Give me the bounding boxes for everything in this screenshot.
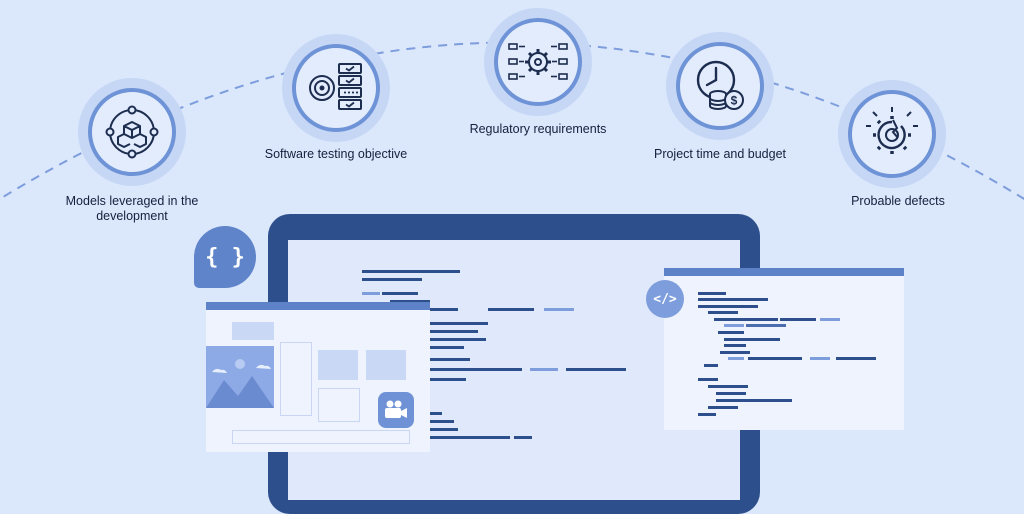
code-line [428,346,464,349]
gear-connectors-icon [508,43,568,80]
code-line [810,357,830,360]
code-line [704,364,718,367]
code-line [428,308,458,311]
footer-placeholder [232,430,410,444]
code-line [708,406,738,409]
code-line [698,305,758,308]
code-line [428,358,470,361]
code-line [724,324,744,327]
node-regulatory [484,8,592,116]
code-line [820,318,840,321]
video-camera-icon [385,400,407,418]
svg-text:$: $ [731,94,738,108]
code-line [544,308,574,311]
node-defects [838,80,946,188]
code-line [724,344,746,347]
code-line [428,368,522,371]
node-testing [282,34,390,142]
code-line [724,338,780,341]
code-line [708,311,738,314]
code-line [718,331,744,334]
card-placeholder [366,350,406,380]
node-time-budget-label: Project time and budget [653,147,787,161]
code-line [428,338,486,341]
code-line [698,292,726,295]
code-line [530,368,558,371]
code-line [362,278,422,281]
code-line [698,298,768,301]
code-window-titlebar [664,268,904,276]
node-regulatory-label: Regulatory requirements [469,122,607,136]
code-line [746,324,786,327]
diagram-stage: Models leveraged in the development Soft… [0,8,1024,514]
code-line [428,420,454,423]
code-line [698,413,716,416]
wireframe-column [280,342,312,416]
code-line [362,270,460,273]
code-line [698,378,718,381]
code-line [428,412,442,415]
code-window [664,268,904,430]
broken-gear-icon [866,107,918,154]
mountain-image-icon [206,359,274,408]
node-time-budget: $ [666,32,774,140]
code-line [716,399,792,402]
clock-coins-icon: $ [696,60,744,110]
code-line [780,318,816,321]
code-line [428,322,488,325]
code-line [428,428,458,431]
node-models [78,78,186,186]
code-line [748,357,802,360]
node-defects-label: Probable defects [851,194,945,208]
card-placeholder [318,388,360,422]
code-line [428,436,510,439]
code-line [428,378,466,381]
code-line [566,368,626,371]
code-line [514,436,532,439]
code-line [714,318,778,321]
design-window-titlebar [206,302,430,310]
header-placeholder [232,322,274,340]
code-line [488,308,534,311]
image-placeholder [206,346,274,408]
html-tag-badge: </> [646,280,684,318]
node-testing-label: Software testing objective [264,147,408,161]
cubes-network-icon [105,105,159,159]
code-line [362,292,380,295]
code-line [716,392,746,395]
code-line [708,385,748,388]
code-line [836,357,876,360]
code-line [428,330,478,333]
code-line [720,351,750,354]
code-line [390,300,430,303]
braces-bubble: { } [194,226,256,288]
code-line [728,357,744,360]
design-window [206,302,430,452]
target-checklist-icon [309,63,362,110]
node-models-label: Models leveraged in the development [65,194,199,223]
html-tag-text: </> [653,291,677,307]
video-badge [378,392,414,428]
braces-text: { } [205,244,245,270]
card-placeholder [318,350,358,380]
code-line [382,292,418,295]
